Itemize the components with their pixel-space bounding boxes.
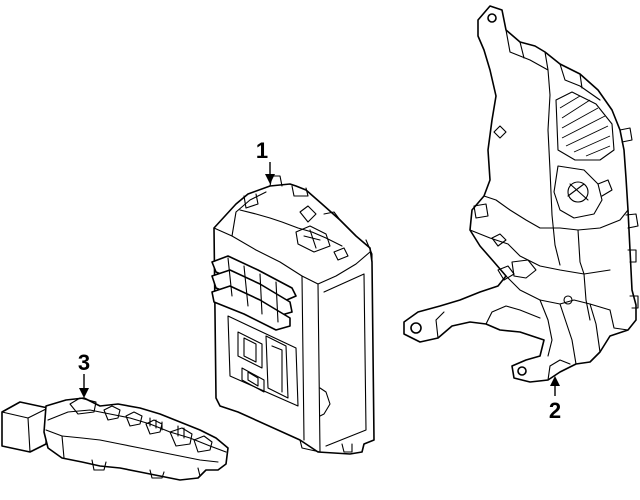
callout-1-label: 1	[256, 138, 268, 163]
callout-3-arrow-icon	[79, 388, 89, 398]
relay-module-icon[interactable]	[1, 397, 229, 481]
callout-2-label: 2	[549, 398, 561, 423]
callout-2-arrow-icon	[550, 376, 560, 386]
mounting-bracket-icon[interactable]	[403, 5, 639, 383]
callout-2: 2	[549, 376, 561, 423]
callout-3: 3	[78, 350, 90, 398]
fuse-box-icon[interactable]	[211, 175, 375, 455]
callout-3-label: 3	[78, 350, 90, 375]
callout-1: 1	[256, 138, 275, 184]
callout-1-arrow-icon	[265, 174, 275, 184]
